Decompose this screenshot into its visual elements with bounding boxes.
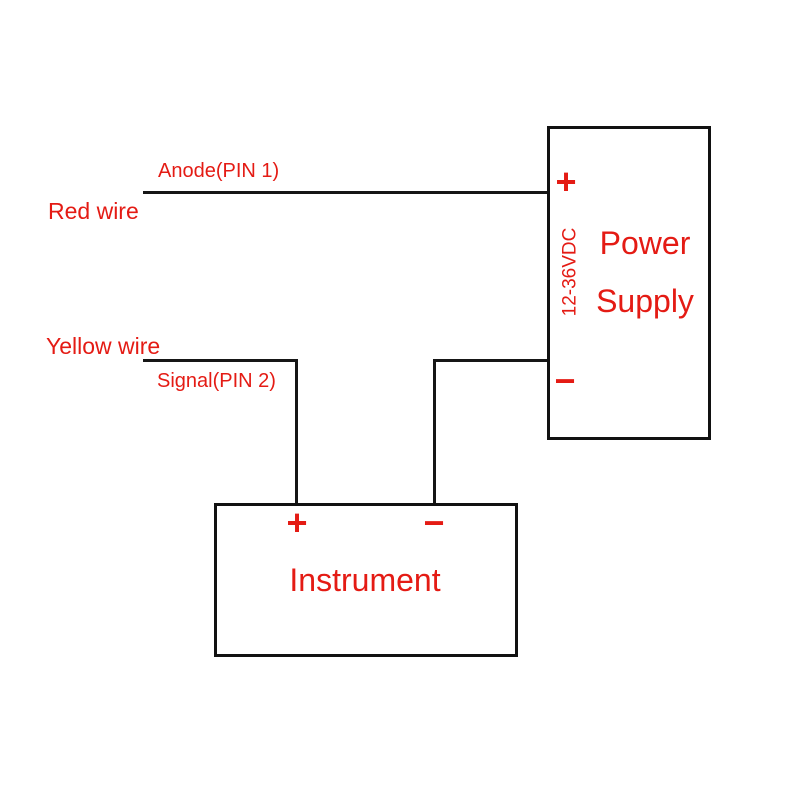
instrument-positive-terminal: + xyxy=(286,502,308,543)
power-supply-title-line1: Power xyxy=(599,225,691,261)
power-supply-voltage-rating: 12-36VDC xyxy=(559,227,581,317)
negative-wire-vertical xyxy=(433,359,436,506)
power-supply-box xyxy=(547,126,711,440)
negative-wire-horizontal xyxy=(433,359,547,362)
instrument-title: Instrument xyxy=(289,562,441,598)
signal-wire-vertical xyxy=(295,359,298,506)
anode-wire-horizontal xyxy=(143,191,547,194)
signal-pin-label: Signal(PIN 2) xyxy=(157,370,276,392)
red-wire-label: Red wire xyxy=(48,198,139,224)
power-supply-title-line2: Supply xyxy=(596,283,694,319)
power-supply-positive-terminal: + xyxy=(555,161,577,202)
power-supply-title: Power Supply xyxy=(596,214,694,330)
signal-wire-horizontal xyxy=(143,359,298,362)
anode-pin-label: Anode(PIN 1) xyxy=(158,160,280,182)
instrument-negative-terminal: − xyxy=(423,502,445,543)
instrument-box xyxy=(214,503,518,657)
yellow-wire-label: Yellow wire xyxy=(46,333,161,359)
power-supply-negative-terminal: − xyxy=(554,360,576,401)
